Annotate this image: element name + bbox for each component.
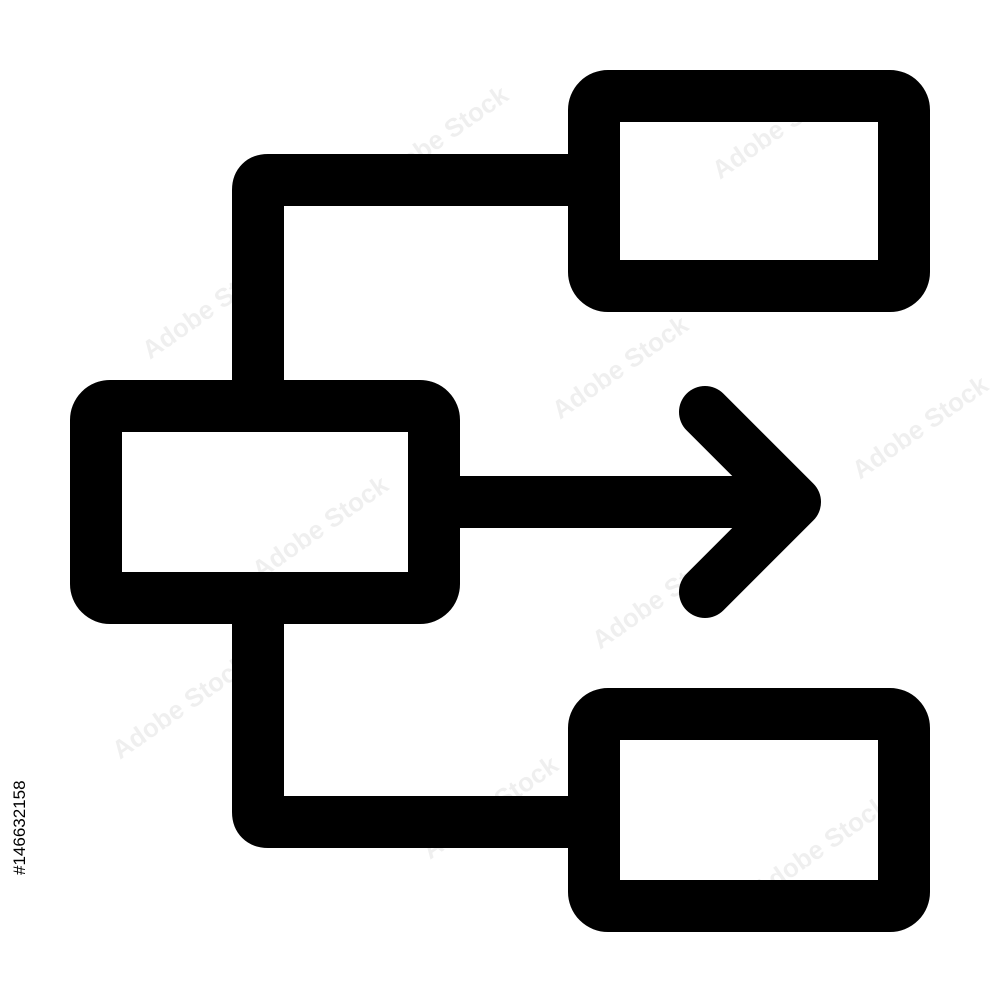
- top-box: [568, 70, 930, 312]
- bottom-box: [568, 688, 930, 932]
- watermark-text: Adobe Stock: [846, 369, 994, 485]
- arrow-head-icon: [679, 386, 821, 618]
- connector-to-bottom-box: [232, 572, 616, 848]
- stock-image-id: #146632158: [10, 780, 29, 875]
- watermark-text: Adobe Stock: [546, 309, 694, 425]
- connector-to-top-box: [232, 154, 616, 431]
- middle-box: [70, 380, 460, 624]
- watermark-text: Adobe Stock: [106, 649, 254, 765]
